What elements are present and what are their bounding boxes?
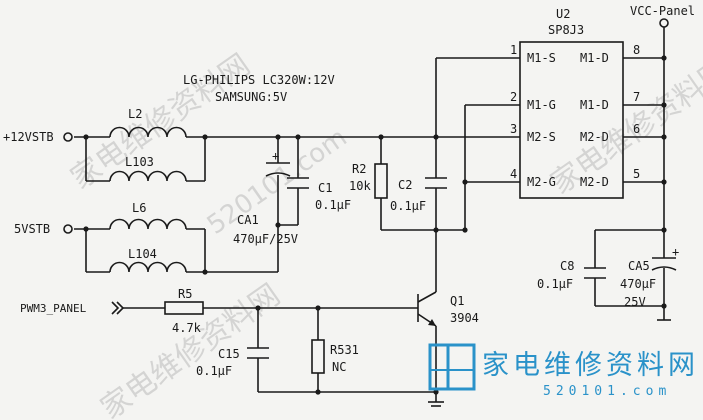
resistor-r2 — [374, 163, 388, 199]
resistor-r531 — [311, 339, 325, 374]
label-q1-part: 3904 — [450, 311, 479, 325]
brand-watermark-url: 520101.com — [543, 384, 671, 399]
label-c8-value: 0.1μF — [537, 277, 573, 291]
ic-pin5-label: M2-D — [580, 175, 609, 189]
note-line1: LG-PHILIPS LC320W:12V — [183, 73, 335, 87]
label-ca1-value: 470μF/25V — [233, 232, 298, 246]
capacitor-ca1: + — [265, 149, 291, 177]
ic-u2-body — [519, 41, 624, 199]
label-c2-ref: C2 — [398, 178, 412, 192]
ic-pin7-num: 7 — [633, 90, 640, 104]
wires — [74, 27, 665, 402]
ic-pin2-label: M1-G — [527, 98, 556, 112]
label-ca1-ref: CA1 — [237, 213, 259, 227]
ic-pin6-num: 6 — [633, 122, 640, 136]
ic-pin4-label: M2-G — [527, 175, 556, 189]
label-c1-ref: C1 — [318, 181, 332, 195]
ic-pin6-label: M2-D — [580, 130, 609, 144]
ic-pin3-num: 3 — [510, 122, 517, 136]
transistor-q1 — [417, 291, 437, 327]
capacitor-c8 — [584, 267, 606, 279]
label-c15-value: 0.1μF — [196, 364, 232, 378]
net-pwm3-panel: PWM3_PANEL — [20, 302, 87, 315]
brand-logo: 家电维修资料网 520101.com — [428, 343, 699, 399]
pwm-connector-arrow — [111, 301, 125, 315]
label-ca5-ref: CA5 — [628, 259, 650, 273]
ic-pin8-label: M1-D — [580, 51, 609, 65]
capacitor-c15 — [247, 347, 269, 359]
capacitor-c1 — [287, 177, 309, 189]
label-c1-value: 0.1μF — [315, 198, 351, 212]
label-ca5-value: 470μF — [620, 277, 656, 291]
label-c2-value: 0.1μF — [390, 199, 426, 213]
inductor-l6 — [109, 218, 187, 230]
ic-pin8-num: 8 — [633, 43, 640, 57]
bg-watermark-1: 家电维修资料网 — [65, 47, 257, 196]
terminal-12vstb — [63, 132, 73, 142]
capacitor-ca5: + — [651, 245, 679, 271]
inductor-l104 — [109, 261, 187, 273]
capacitor-c2 — [425, 177, 447, 189]
label-ca5-rating: 25V — [624, 295, 646, 309]
brand-logo-icon — [428, 343, 476, 391]
ic-pin4-num: 4 — [510, 167, 517, 181]
ic-u2-ref: U2 — [556, 7, 570, 21]
svg-text:+: + — [672, 245, 679, 259]
net-12vstb: +12VSTB — [3, 130, 54, 144]
label-r2-ref: R2 — [352, 162, 366, 176]
ic-pin3-label: M2-S — [527, 130, 556, 144]
label-l104: L104 — [128, 247, 157, 261]
inductor-l103 — [109, 170, 187, 182]
label-l6: L6 — [132, 201, 146, 215]
terminal-5vstb — [63, 224, 73, 234]
label-r531-ref: R531 — [330, 343, 359, 357]
junction-dots — [83, 55, 667, 395]
inductor-l2 — [109, 126, 187, 138]
ic-pin5-num: 5 — [633, 167, 640, 181]
ic-pin1-label: M1-S — [527, 51, 556, 65]
ic-pin2-num: 2 — [510, 90, 517, 104]
ic-u2-part: SP8J3 — [548, 23, 584, 37]
label-r5-value: 4.7k — [172, 321, 202, 335]
brand-watermark-text: 家电维修资料网 — [482, 350, 699, 381]
ground-symbol-q1 — [428, 401, 444, 407]
label-r531-value: NC — [332, 360, 346, 374]
ic-pin7-label: M1-D — [580, 98, 609, 112]
label-c8-ref: C8 — [560, 259, 574, 273]
label-q1-ref: Q1 — [450, 294, 464, 308]
label-r5-ref: R5 — [178, 287, 192, 301]
label-r2-value: 10k — [349, 179, 371, 193]
label-l2: L2 — [128, 107, 142, 121]
net-vcc-panel: VCC-Panel — [630, 4, 695, 18]
net-5vstb: 5VSTB — [14, 222, 50, 236]
svg-text:+: + — [272, 149, 279, 163]
resistor-r5 — [164, 301, 204, 315]
label-l103: L103 — [125, 155, 154, 169]
note-line2: SAMSUNG:5V — [215, 90, 287, 104]
ic-pin1-num: 1 — [510, 43, 517, 57]
label-c15-ref: C15 — [218, 347, 240, 361]
terminal-vcc-panel — [659, 18, 669, 28]
